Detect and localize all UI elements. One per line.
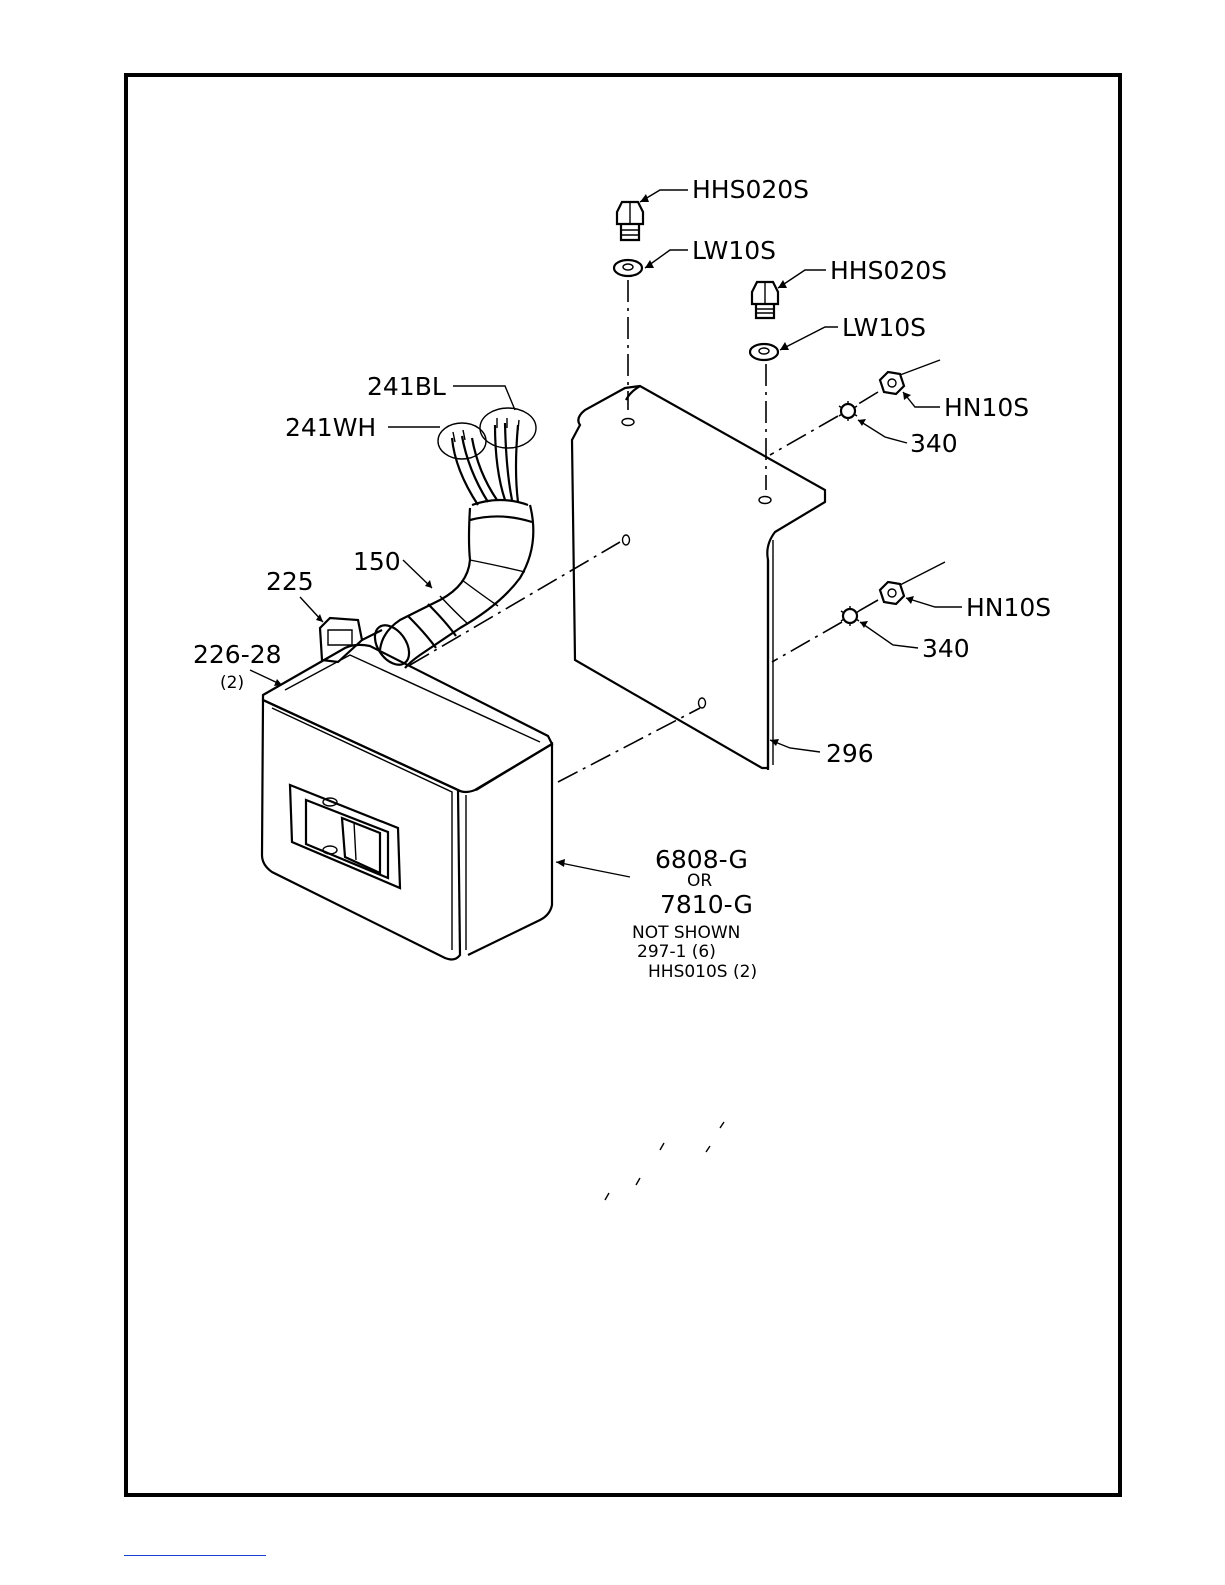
callout-conduit: 150 (353, 547, 401, 576)
bolt-top-icon (617, 202, 643, 240)
callout-star-washer-upper: 340 (910, 429, 958, 458)
callout-clip: 226-28 (193, 640, 282, 669)
leader-lines (250, 190, 962, 877)
conduit-150 (368, 500, 533, 671)
callout-wire-blue: 241BL (367, 372, 446, 401)
star-washer-lower-icon (841, 606, 859, 626)
switch-part-b: 7810-G (660, 890, 753, 919)
callout-washer-top: LW10S (692, 236, 776, 265)
callout-connector: 225 (266, 567, 314, 596)
switch-or: OR (687, 871, 712, 891)
bolt-right-icon (752, 282, 778, 318)
mounting-bracket-296 (572, 386, 825, 770)
callout-nut-upper: HN10S (944, 393, 1029, 422)
callout-washer-right: LW10S (842, 313, 926, 342)
callout-nut-lower: HN10S (966, 593, 1051, 622)
switch-note-2: HHS010S (2) (648, 962, 757, 982)
wire-bundle (438, 408, 536, 505)
callout-bracket: 296 (826, 739, 874, 768)
callout-bolt-right: HHS020S (830, 256, 947, 285)
scan-artifacts (605, 1122, 724, 1200)
switch-note-1: 297-1 (6) (637, 942, 716, 962)
nut-upper-icon (880, 360, 940, 394)
switch-box (262, 645, 552, 960)
washer-top-icon (614, 260, 642, 276)
footer-link-underline[interactable] (124, 1555, 266, 1556)
callout-wire-white: 241WH (285, 413, 376, 442)
switch-part-a: 6808-G (655, 845, 748, 874)
arrowheads (274, 194, 914, 867)
star-washer-upper-icon (839, 401, 857, 421)
callout-clip-qty: (2) (220, 673, 244, 693)
callout-bolt-top: HHS020S (692, 175, 809, 204)
washer-right-icon (750, 344, 778, 360)
switch-not-shown: NOT SHOWN (632, 923, 740, 943)
callout-star-washer-lower: 340 (922, 634, 970, 663)
